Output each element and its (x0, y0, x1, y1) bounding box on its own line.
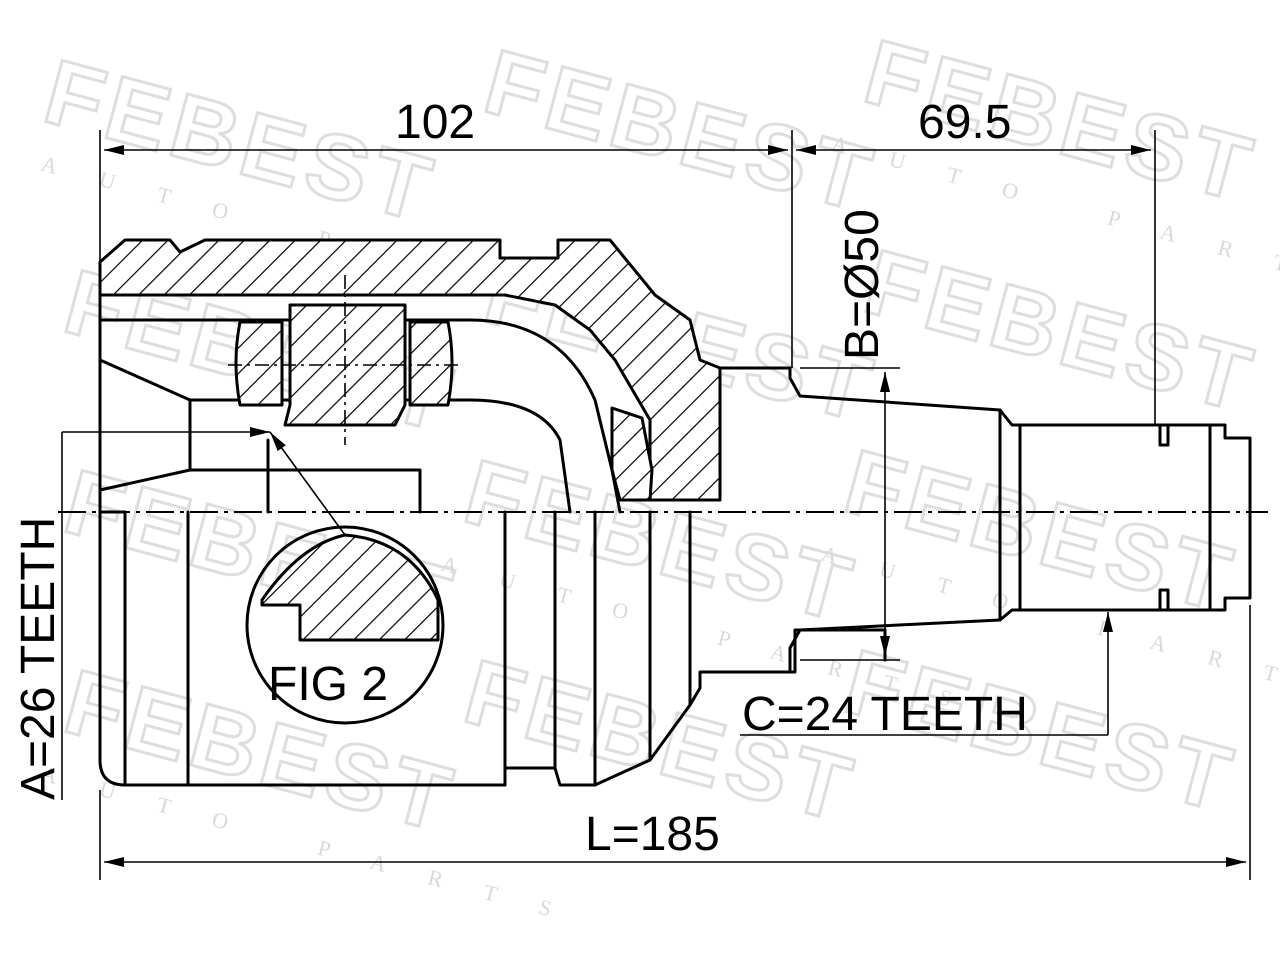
detail-circle (245, 525, 445, 725)
dim-l-text: L=185 (585, 808, 720, 861)
dim-c-text: C=24 TEETH (742, 688, 1028, 741)
dim-102-text: 102 (395, 96, 475, 149)
dim-total-length: L=185 (99, 605, 1251, 880)
detail-label: FIG 2 (268, 658, 388, 711)
dim-outer-length: 102 (99, 96, 793, 368)
inner-race (98, 318, 622, 514)
dim-teeth-c: C=24 TEETH (740, 612, 1113, 741)
dim-diameter-b: B=Ø50 (800, 209, 900, 661)
watermark-brand: FEBEST (475, 31, 887, 233)
dim-a-text: A=26 TEETH (12, 517, 65, 800)
watermark-brand: FEBEST (855, 231, 1267, 433)
dim-b-text: B=Ø50 (836, 209, 889, 360)
dim-shaft-length: 69.5 (796, 96, 1156, 425)
dim-teeth-a: A=26 TEETH (12, 427, 270, 800)
dim-69-5-text: 69.5 (918, 96, 1011, 149)
detail-leader (269, 431, 346, 536)
tripod-roller (228, 275, 460, 445)
stub-shaft (718, 366, 1252, 674)
fig2-detail: FIG 2 (245, 431, 445, 725)
housing-outer (98, 290, 887, 787)
